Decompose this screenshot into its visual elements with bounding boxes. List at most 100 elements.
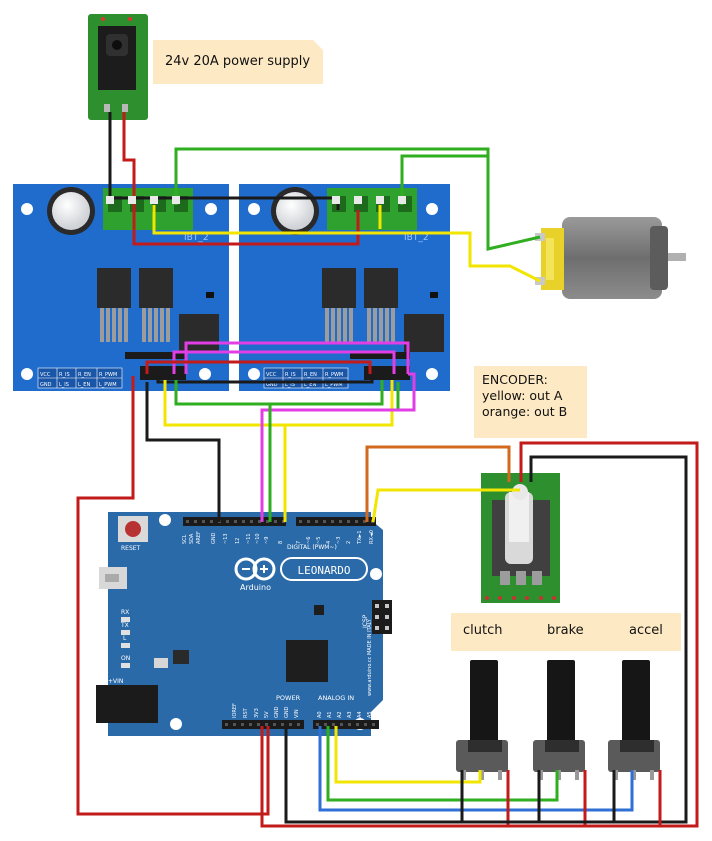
driver-pin-label: R_PWM [99,372,117,378]
note-pot-clutch: clutch [463,623,503,638]
arduino-digital-pin-label: AREF [196,531,202,544]
header-hole [324,723,327,726]
note-encoder: ENCODER: yellow: out A orange: out B [474,366,587,438]
driver-right-label: IBT_2 [404,233,429,243]
driver-pin-label: VCC [266,372,277,378]
arduino-digital-pin-label: ~13 [223,533,229,544]
arduino-digital-pin-label: 8 [278,541,284,544]
made-in-label: www.arduino.cc MADE IN ITALY [367,618,373,696]
header-hole [364,723,367,726]
header-hole [226,520,229,523]
driver-pin-label: R_EN [304,372,317,378]
header-hole [194,520,197,523]
header-hole [257,723,260,726]
wire-motor-yellow [152,205,541,283]
header-power [222,720,304,729]
header-hole [266,520,269,523]
arduino-digital-pin-label: GND [211,532,217,544]
driver-pin-label: L_PWM [99,382,117,388]
arduino-brand: Arduino [240,583,271,592]
wire-motor-green2 [400,154,488,205]
reset-label: RESET [121,545,141,552]
header-hole [250,520,253,523]
arduino-digital-pin-label: 7 [296,541,302,544]
driver-pin-label: R_EN [78,372,91,378]
arduino-power-pin-label: GND [284,706,290,718]
header-hole [281,723,284,726]
wire-drv-green [174,380,384,406]
wire-drv-black [156,376,374,384]
wire-drv-magenta-r [260,372,416,522]
vin-label: +VIN [108,678,123,685]
analog-label: ANALOG IN [318,694,354,702]
wire-motor-green [174,147,541,251]
arduino-digital-pin-label: 2 [346,541,352,544]
header-hole [297,723,300,726]
driver-pin-label: L_EN [78,382,90,388]
led-l-label: L [123,635,127,642]
led-rx-label: RX [121,609,129,616]
arduino-digital-pin-label: ~11 [246,533,252,544]
wire-pot-brake-signal [326,726,559,802]
arduino-model: LEONARDO [298,564,351,577]
wire-drv-magenta [184,341,410,374]
arduino-analog-pin-label: A3 [347,711,353,718]
driver-pin-label: L_EN [304,382,316,388]
wires [76,112,699,828]
pin-markers [106,196,406,204]
header-digital-low [296,517,376,526]
note-pot-accel: accel [629,623,663,638]
header-hole [241,723,244,726]
header-hole [265,723,268,726]
digital-label: DIGITAL (PWM~) [287,544,337,551]
header-hole [332,723,335,726]
arduino-digital-pin-label: ~9 [264,537,270,544]
arduino-analog-pin-label: A1 [327,711,333,718]
header-hole [233,723,236,726]
header-hole [258,520,261,523]
arduino-power-pin-label: IOREF [232,703,238,718]
header-hole [210,520,213,523]
wire-drv-yellow [163,380,394,427]
potentiometer-accel [608,660,660,780]
wire-drv-black-ard [145,382,221,522]
led-on-label: ON [121,655,130,662]
arduino-digital-pin-label: 4 [326,541,332,544]
header-hole [249,723,252,726]
wire-pot-accel-signal [318,726,634,812]
driver-pin-label: GND [266,382,278,388]
header-hole [363,520,366,523]
potentiometer-clutch [456,660,508,780]
arduino-digital-pin-label: 12 [235,538,241,544]
header-hole [340,723,343,726]
arduino-analog-pin-label: A0 [317,711,323,718]
arduino-power-pin-label: 3V3 [254,708,260,718]
header-analog [313,720,379,729]
driver-pin-label: GND [40,382,52,388]
driver-left-label: IBT_2 [184,233,209,243]
header-hole [323,520,326,523]
driver-pin-label: L_PWM [325,382,343,388]
arduino-analog-pin-label: A4 [357,711,363,718]
note-fold [313,40,323,50]
wire-pot-black [460,770,616,824]
header-hole [299,520,302,523]
wire-pot-clutch-signal [334,726,482,784]
arduino-power-pin-label: 5V [264,711,270,718]
wire-enc-yellow [371,488,520,523]
driver-pin-label: R_PWM [325,372,343,378]
arduino-digital-pin-label: ~10 [255,533,261,544]
arduino-digital-pin-label: TX►1 [357,530,363,545]
header-hole [273,723,276,726]
arduino-logo [234,557,276,581]
driver-pin-label: L_IS [285,382,295,388]
icsp-label: ICSP [362,614,369,628]
arduino-analog-pin-label: A2 [337,711,343,718]
note-pot-brake: brake [547,623,584,638]
arduino-digital-pin-label: ~3 [336,537,342,544]
wire-enc-red [260,441,699,828]
header-hole [242,520,245,523]
encoder-module [481,473,560,603]
led-tx-label: TX [120,622,129,629]
